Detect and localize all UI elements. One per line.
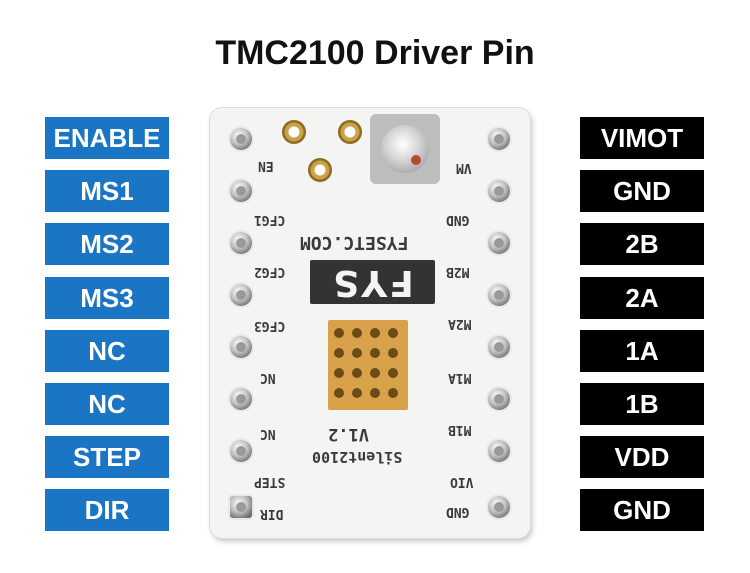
header-pin bbox=[230, 388, 252, 410]
header-pin bbox=[488, 180, 510, 202]
silk-label-left: DIR bbox=[260, 506, 284, 521]
silk-label-left: STEP bbox=[254, 474, 286, 489]
potentiometer-slot bbox=[411, 155, 421, 165]
header-pin-square bbox=[230, 496, 252, 518]
left-pin-label: NC bbox=[45, 383, 169, 425]
silk-label-left: CFG3 bbox=[254, 318, 286, 333]
header-pin bbox=[230, 440, 252, 462]
board-version: V1.2 bbox=[328, 424, 369, 444]
left-pin-label: ENABLE bbox=[45, 117, 169, 159]
header-pin bbox=[230, 232, 252, 254]
diagram-title: TMC2100 Driver Pin bbox=[215, 34, 535, 72]
silk-label-right: M2B bbox=[446, 264, 470, 279]
right-pin-label: 2A bbox=[580, 277, 704, 319]
fysetc-logo: FYS bbox=[310, 260, 435, 304]
left-pin-label: DIR bbox=[45, 489, 169, 531]
silk-label-left: CFG1 bbox=[254, 212, 286, 227]
header-pin bbox=[488, 496, 510, 518]
left-pin-label: MS3 bbox=[45, 277, 169, 319]
left-pin-label: MS2 bbox=[45, 223, 169, 265]
silk-label-left: NC bbox=[260, 370, 276, 385]
silk-label-right: GND bbox=[446, 212, 470, 227]
header-pin bbox=[230, 180, 252, 202]
silk-label-right: VM bbox=[456, 160, 472, 175]
right-pin-label: 1A bbox=[580, 330, 704, 372]
header-pin bbox=[488, 128, 510, 150]
potentiometer bbox=[370, 114, 440, 184]
header-pin bbox=[230, 284, 252, 306]
silk-label-right: M1B bbox=[448, 422, 472, 437]
left-pin-label: STEP bbox=[45, 436, 169, 478]
header-pin bbox=[488, 388, 510, 410]
silk-label-left: EN bbox=[258, 158, 274, 173]
driver-board: EN CFG1 CFG2 CFG3 NC NC STEP DIR VM GND … bbox=[210, 108, 530, 538]
gold-pad bbox=[338, 120, 362, 144]
header-pin bbox=[488, 232, 510, 254]
right-pin-label: VDD bbox=[580, 436, 704, 478]
right-pin-label: GND bbox=[580, 489, 704, 531]
gold-pad bbox=[282, 120, 306, 144]
header-pin bbox=[488, 440, 510, 462]
right-pin-label: GND bbox=[580, 170, 704, 212]
left-pin-label: NC bbox=[45, 330, 169, 372]
silk-label-right: VIO bbox=[450, 474, 474, 489]
silk-label-left: NC bbox=[260, 426, 276, 441]
gold-pad bbox=[308, 158, 332, 182]
silk-label-right: GND bbox=[446, 504, 470, 519]
silk-label-left: CFG2 bbox=[254, 264, 286, 279]
left-pin-label: MS1 bbox=[45, 170, 169, 212]
right-pin-label: VIMOT bbox=[580, 117, 704, 159]
driver-chip bbox=[328, 320, 408, 410]
board-website: FYSETC.COM bbox=[300, 232, 409, 253]
right-pin-label: 2B bbox=[580, 223, 704, 265]
potentiometer-dial bbox=[381, 125, 429, 173]
silk-label-right: M2A bbox=[448, 316, 472, 331]
header-pin bbox=[230, 336, 252, 358]
header-pin bbox=[488, 284, 510, 306]
logo-text: FYS bbox=[331, 262, 414, 303]
header-pin bbox=[230, 128, 252, 150]
board-model: Silent2100 bbox=[312, 448, 403, 466]
header-pin bbox=[488, 336, 510, 358]
right-pin-label: 1B bbox=[580, 383, 704, 425]
silk-label-right: M1A bbox=[448, 370, 472, 385]
